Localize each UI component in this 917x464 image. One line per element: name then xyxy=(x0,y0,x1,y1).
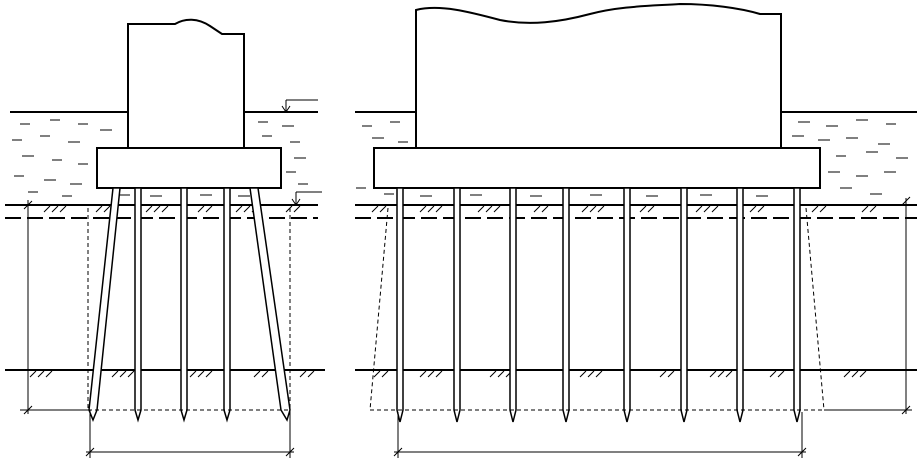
level-marker xyxy=(291,191,322,206)
soil-hatch-marks xyxy=(29,370,315,378)
conditional-foundation-outline xyxy=(369,207,825,411)
level-marker xyxy=(281,99,318,113)
pile-vertical xyxy=(562,187,570,423)
pile-vertical xyxy=(453,187,461,423)
right-foundation xyxy=(355,2,917,458)
column xyxy=(127,18,245,149)
pile-inclined xyxy=(88,187,121,423)
pile-vertical xyxy=(736,187,744,423)
pile-vertical xyxy=(396,187,404,423)
soil-hatch-marks xyxy=(373,370,867,378)
left-foundation xyxy=(5,18,325,458)
pile-vertical xyxy=(680,187,688,423)
pile-cap xyxy=(373,147,821,189)
soil-hatch-marks xyxy=(371,205,877,213)
pile-vertical xyxy=(509,187,517,423)
pile-vertical xyxy=(793,187,801,423)
pile-vertical xyxy=(223,187,231,423)
depth-dimension xyxy=(824,196,912,415)
soil-hatching xyxy=(356,119,908,197)
soil-hatching xyxy=(12,119,308,197)
pile-inclined xyxy=(249,187,291,422)
column xyxy=(415,2,782,149)
pile-vertical xyxy=(180,187,188,423)
width-dimension xyxy=(85,410,295,458)
depth-dimension xyxy=(20,200,88,415)
pile-vertical xyxy=(623,187,631,423)
conditional-foundation-outline xyxy=(87,208,291,411)
width-dimension xyxy=(393,412,807,458)
pile-cap xyxy=(96,147,282,189)
pile-vertical xyxy=(134,187,142,423)
